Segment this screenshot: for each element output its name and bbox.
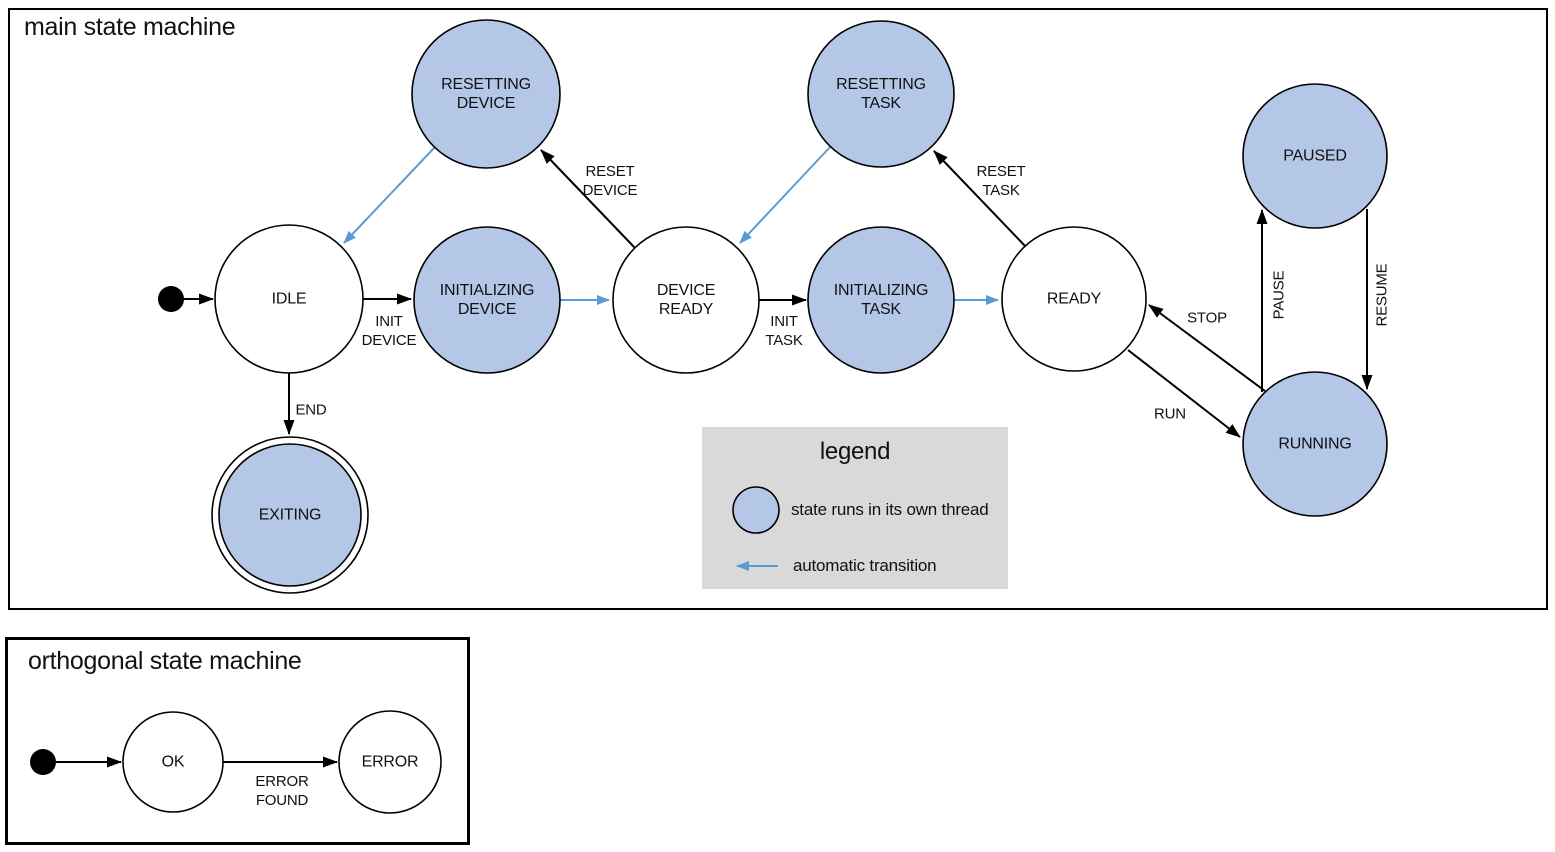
state-running-circle [1242, 371, 1388, 517]
state-idle-label: IDLE [271, 290, 307, 308]
state-ready-circle [1001, 226, 1147, 372]
main-panel-title: main state machine [24, 13, 236, 41]
transition-init-device-label: INIT DEVICE [361, 313, 417, 349]
transition-resume-label: RESUME [1373, 263, 1391, 327]
state-ok-circle [122, 711, 224, 813]
state-device-ready-circle [612, 226, 760, 374]
state-ready-label: READY [1046, 290, 1102, 308]
state-exiting-label: EXITING [258, 506, 322, 524]
transition-reset-task-label: RESET TASK [976, 163, 1026, 199]
state-initializing-device-circle [413, 226, 561, 374]
legend-thread-state-swatch [732, 486, 780, 534]
transition-pause-label: PAUSE [1270, 270, 1288, 320]
transition-stop-label: STOP [1187, 309, 1227, 327]
state-running-label: RUNNING [1278, 435, 1352, 453]
ortho-initial-state-dot [30, 749, 56, 775]
state-resetting-device-circle [411, 19, 561, 169]
ortho-panel-title: orthogonal state machine [28, 647, 302, 675]
transition-reset-device-arrow [540, 149, 636, 249]
state-resetting-task-label: RESETTING TASK [836, 76, 926, 112]
transition-run-arrow [1127, 349, 1241, 438]
state-initializing-task-label: INITIALIZING TASK [833, 282, 929, 318]
auto-transition-resetting-task-to-device-ready-arrow [739, 145, 832, 244]
legend-auto-transition-label: automatic transition [793, 556, 937, 575]
state-initializing-task-circle [807, 226, 955, 374]
state-ok-label: OK [161, 753, 185, 771]
transition-stop-arrow [1148, 304, 1266, 392]
transition-run-label: RUN [1154, 405, 1186, 423]
state-resetting-device-label: RESETTING DEVICE [441, 76, 531, 112]
state-resetting-task-circle [807, 20, 955, 168]
legend-thread-state-label: state runs in its own thread [791, 500, 989, 519]
state-idle-circle [214, 224, 364, 374]
auto-transition-resetting-device-to-idle-arrow [343, 146, 436, 244]
legend-title: legend [819, 438, 891, 465]
state-error-label: ERROR [361, 753, 419, 771]
state-device-ready-label: DEVICE READY [656, 282, 716, 318]
transition-init-task-label: INIT TASK [765, 313, 803, 349]
state-exiting-circle [218, 443, 362, 587]
state-paused-label: PAUSED [1283, 147, 1347, 165]
transition-error-found-label: ERROR FOUND [255, 773, 309, 809]
initial-state-dot [158, 286, 184, 312]
transition-end-label: END [295, 401, 327, 419]
transition-reset-device-label: RESET DEVICE [582, 163, 638, 199]
state-initializing-device-label: INITIALIZING DEVICE [439, 282, 535, 318]
transition-reset-task-arrow [933, 150, 1027, 248]
state-paused-circle [1242, 83, 1388, 229]
state-error-circle [338, 710, 442, 814]
